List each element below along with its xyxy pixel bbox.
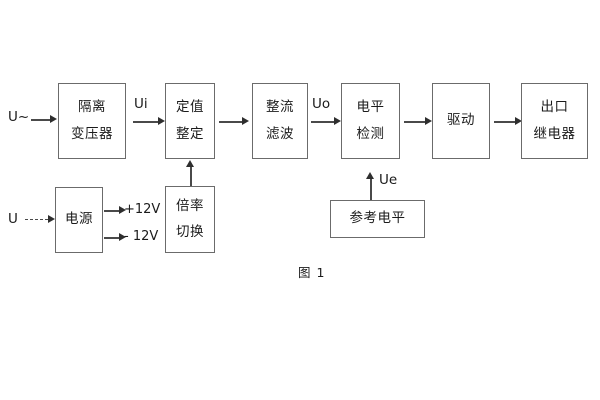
block-isolation-transformer: 隔离 变压器 [58,83,126,159]
block-reference-level-line1: 参考电平 [349,210,406,227]
figure-caption: 图 1 [298,265,326,280]
block-level-detect: 电平 检测 [341,83,400,159]
block-ratio-switch-line1: 倍率 [176,197,204,214]
arrow-power-supply-minus12v [104,233,126,242]
block-power-supply: 电源 [55,187,103,253]
block-setting-value-line1: 定值 [176,99,204,115]
signal-label-ui: Ui [134,96,148,112]
signal-label-minus12v: - 12V [124,229,159,244]
block-drive-line1: 驱动 [447,112,475,129]
block-drive: 驱动 [432,83,490,159]
signal-label-plus12v: +12V [124,202,161,217]
arrow-rectify-filter-to-level-detect [311,117,341,126]
arrow-ratio-switch-to-setting-value [186,160,195,186]
arrow-reference-level-to-level-detect [366,172,375,200]
block-setting-value: 定值 整定 [165,83,215,159]
arrow-drive-to-output-relay [494,117,522,126]
block-isolation-transformer-line2: 变压器 [71,125,113,142]
block-level-detect-line2: 检测 [356,125,385,142]
arrow-isolation-transformer-to-setting-value [133,117,165,126]
block-output-relay-line2: 继电器 [533,125,576,142]
block-rectify-filter-line2: 滤波 [266,125,294,142]
block-output-relay-line1: 出口 [540,99,569,115]
block-output-relay: 出口 继电器 [521,83,588,159]
block-reference-level: 参考电平 [330,200,425,238]
arrow-power-supply-plus12v [104,206,126,215]
block-setting-value-line2: 整定 [176,125,204,142]
signal-label-ue: Ue [379,172,398,188]
block-ratio-switch: 倍率 切换 [165,186,215,253]
arrow-ac-to-isolation-transformer [31,115,57,124]
input-label-dc: U [8,211,18,227]
block-level-detect-line1: 电平 [356,99,385,115]
block-power-supply-line1: 电源 [65,211,93,228]
input-label-ac: U~ [8,109,30,125]
arrow-level-detect-to-drive [404,117,432,126]
block-rectify-filter-line1: 整流 [266,99,294,115]
block-rectify-filter: 整流 滤波 [252,83,308,159]
arrow-dc-to-power-supply [25,215,55,224]
block-isolation-transformer-line1: 隔离 [78,99,106,115]
arrow-setting-value-to-rectify-filter [219,117,249,126]
signal-label-uo: Uo [312,96,331,112]
block-ratio-switch-line2: 切换 [176,224,204,240]
